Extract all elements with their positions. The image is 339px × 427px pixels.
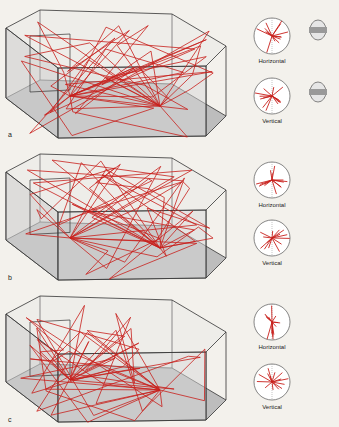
polar-ray [267,36,272,53]
polar-plot [254,18,290,54]
polar-ray [272,24,281,36]
sound-ray [25,43,188,110]
polar-ray [272,322,274,335]
polar-ray [272,87,274,96]
panel-letter: b [8,274,12,281]
polar-ray [265,28,272,36]
polar-ray [272,322,273,339]
polar-ray [263,96,272,108]
polar-ray [272,382,279,389]
polar-plot [254,220,290,256]
polar-ray [257,29,272,36]
listener-head [310,82,326,102]
polar-ray [265,382,272,388]
sound-ray [70,164,164,248]
polar-ray [259,374,272,382]
polar-ray [271,322,272,334]
sound-ray [70,313,160,390]
polar-ray [271,306,272,322]
sound-ray [21,61,160,136]
polar-ray [268,374,272,382]
room-edge [226,190,227,258]
polar-ray [266,317,272,322]
axis-label: Horizontal [258,202,285,208]
polar-plot [254,162,290,198]
listener-head [310,20,326,40]
polar-ray [267,238,272,243]
polar-ray [263,237,272,238]
axis-label: Vertical [262,404,282,410]
room-partition [30,34,70,92]
polar-ray [272,379,288,382]
sound-ray [66,49,183,109]
polar-ray [264,89,272,96]
polar-ray [266,316,272,322]
sound-ray [21,358,160,390]
axis-label: Vertical [262,118,282,124]
sound-ray [32,305,160,393]
sound-ray [37,340,160,390]
polar-ray [272,382,273,390]
room-edge [226,332,227,400]
panel-letter: a [8,131,12,138]
sound-ray [25,35,195,115]
polar-ray [272,230,284,238]
axis-label: Horizontal [258,344,285,350]
polar-ray [264,238,272,249]
polar-plot [254,304,290,340]
polar-ray [272,238,282,244]
polar-ray [272,316,276,322]
sound-ray [70,317,160,403]
polar-ray [265,314,272,322]
sound-ray [59,163,160,248]
polar-ray [263,96,272,98]
polar-ray [267,322,272,339]
polar-ray [272,87,283,96]
polar-plot [254,78,290,114]
axis-label: Vertical [262,260,282,266]
polar-ray [270,170,272,180]
sound-ray [26,318,162,407]
room-edge [226,46,227,116]
sound-ray [70,40,206,106]
polar-ray [272,322,274,337]
polar-ray [260,238,272,248]
sound-ray [70,175,197,248]
polar-ray [257,381,272,382]
polar-ray [272,322,278,324]
listener-ears [309,89,327,95]
polar-ray [272,21,282,36]
panel-letter: c [8,416,12,423]
polar-ray [272,322,280,324]
polar-plot [254,364,290,400]
polar-ray [260,232,272,238]
polar-ray [272,180,287,182]
sound-ray [30,332,160,390]
polar-ray [272,238,290,239]
polar-ray [266,96,272,111]
polar-ray [272,372,275,382]
polar-ray [272,230,279,238]
polar-ray [259,180,272,186]
polar-ray [266,23,272,36]
sound-ray [70,182,194,248]
polar-ray [272,96,281,103]
listener-ears [309,27,327,33]
polar-ray [272,36,281,39]
polar-ray [272,166,275,180]
axis-label: Horizontal [258,58,285,64]
